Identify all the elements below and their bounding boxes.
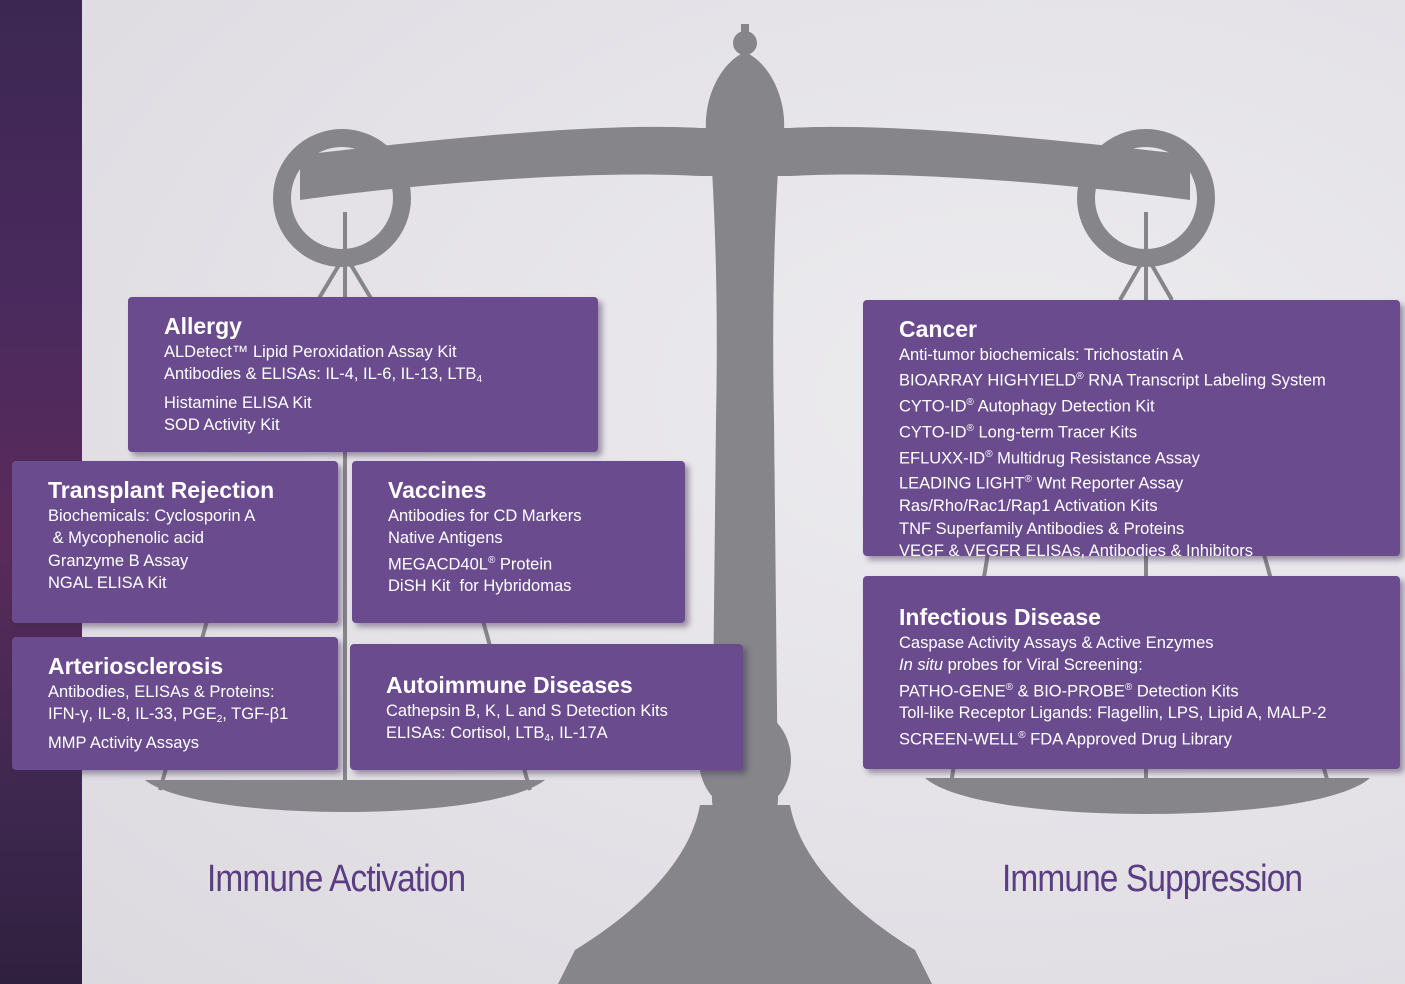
autoimmune-diseases-box: Autoimmune Diseases Cathepsin B, K, L an…	[350, 644, 743, 770]
list-item: ALDetect™ Lipid Peroxidation Assay Kit	[164, 343, 457, 361]
list-item: BIOARRAY HIGHYIELD® RNA Transcript Label…	[899, 371, 1326, 390]
list-item: CYTO-ID® Autophagy Detection Kit	[899, 397, 1155, 416]
list-item: Antibodies, ELISAs & Proteins:	[48, 683, 275, 701]
list-item: Biochemicals: Cyclosporin A	[48, 507, 256, 525]
transplant-rejection-box: Transplant Rejection Biochemicals: Cyclo…	[12, 461, 338, 623]
arteriosclerosis-title: Arteriosclerosis	[48, 653, 224, 679]
autoimmune-diseases-title: Autoimmune Diseases	[386, 672, 633, 698]
arteriosclerosis-box: Arteriosclerosis Antibodies, ELISAs & Pr…	[12, 637, 338, 770]
list-item: MMP Activity Assays	[48, 733, 199, 752]
infectious-disease-title: Infectious Disease	[899, 604, 1101, 630]
list-item: Ras/Rho/Rac1/Rap1 Activation Kits	[899, 497, 1158, 516]
list-item: Antibodies for CD Markers	[388, 507, 582, 525]
list-item: IFN-γ, IL-8, IL-33, PGE2, TGF-β1	[48, 705, 289, 726]
list-item: Caspase Activity Assays & Active Enzymes	[899, 634, 1214, 652]
allergy-box: Allergy ALDetect™ Lipid Peroxidation Ass…	[128, 297, 598, 452]
list-item: CYTO-ID® Long-term Tracer Kits	[899, 422, 1138, 442]
list-item: NGAL ELISA Kit	[48, 573, 167, 592]
vaccines-title: Vaccines	[388, 477, 487, 503]
list-item: MEGACD40L® Protein	[388, 554, 553, 574]
list-item: Cathepsin B, K, L and S Detection Kits	[386, 702, 668, 720]
transplant-rejection-title: Transplant Rejection	[48, 477, 275, 503]
list-item: SCREEN-WELL® FDA Approved Drug Library	[899, 729, 1232, 749]
vaccines-box: Vaccines Antibodies for CD Markers Nativ…	[352, 461, 685, 623]
immune-suppression-caption: Immune Suppression	[1002, 858, 1303, 900]
list-item: ELISAs: Cortisol, LTB4, IL-17A	[386, 724, 608, 745]
list-item: Native Antigens	[388, 529, 503, 548]
list-item: PATHO-GENE® & BIO-PROBE® Detection Kits	[899, 681, 1239, 701]
list-item: SOD Activity Kit	[164, 415, 280, 434]
list-item: Toll-like Receptor Ligands: Flagellin, L…	[899, 704, 1327, 723]
immune-activation-caption: Immune Activation	[207, 858, 466, 900]
list-item: Granzyme B Assay	[48, 551, 189, 570]
list-item: EFLUXX-ID® Multidrug Resistance Assay	[899, 448, 1200, 468]
list-item: Anti-tumor biochemicals: Trichostatin A	[899, 346, 1184, 364]
cancer-title: Cancer	[899, 316, 977, 342]
list-item: LEADING LIGHT® Wnt Reporter Assay	[899, 474, 1184, 493]
infectious-disease-box: Infectious Disease Caspase Activity Assa…	[863, 576, 1400, 769]
list-item: In situ probes for Viral Screening:	[899, 656, 1143, 675]
list-item: DiSH Kit for Hybridomas	[388, 577, 572, 596]
list-item: & Mycophenolic acid	[48, 529, 204, 548]
list-item: Histamine ELISA Kit	[164, 393, 312, 412]
cancer-box: Cancer Anti-tumor biochemicals: Trichost…	[863, 300, 1400, 560]
list-item: Antibodies & ELISAs: IL-4, IL-6, IL-13, …	[164, 365, 482, 386]
list-item: VEGF & VEGFR ELISAs, Antibodies & Inhibi…	[899, 541, 1253, 560]
allergy-title: Allergy	[164, 313, 242, 339]
list-item: TNF Superfamily Antibodies & Proteins	[899, 519, 1185, 538]
